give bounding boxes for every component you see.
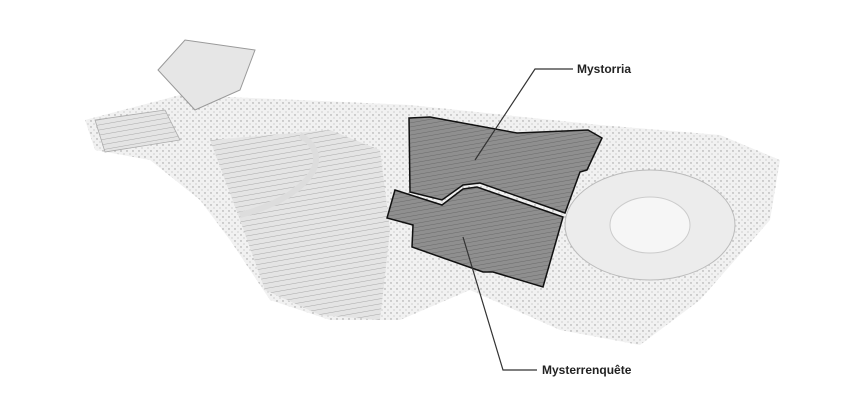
leader-line-mystorria	[474, 68, 573, 161]
building-area	[157, 39, 256, 111]
vineyard-west	[210, 130, 390, 320]
label-mysterrenquete: Mysterrenquête	[542, 363, 632, 377]
parcel-mysterrenquete[interactable]	[386, 186, 564, 288]
label-mystorria: Mystorria	[577, 62, 632, 76]
leader-line-mysterrenquete	[462, 236, 537, 371]
west-plot	[94, 109, 181, 153]
parcel-mystorria[interactable]	[408, 116, 603, 214]
road	[239, 132, 319, 218]
circular-garden-inner	[609, 196, 691, 254]
